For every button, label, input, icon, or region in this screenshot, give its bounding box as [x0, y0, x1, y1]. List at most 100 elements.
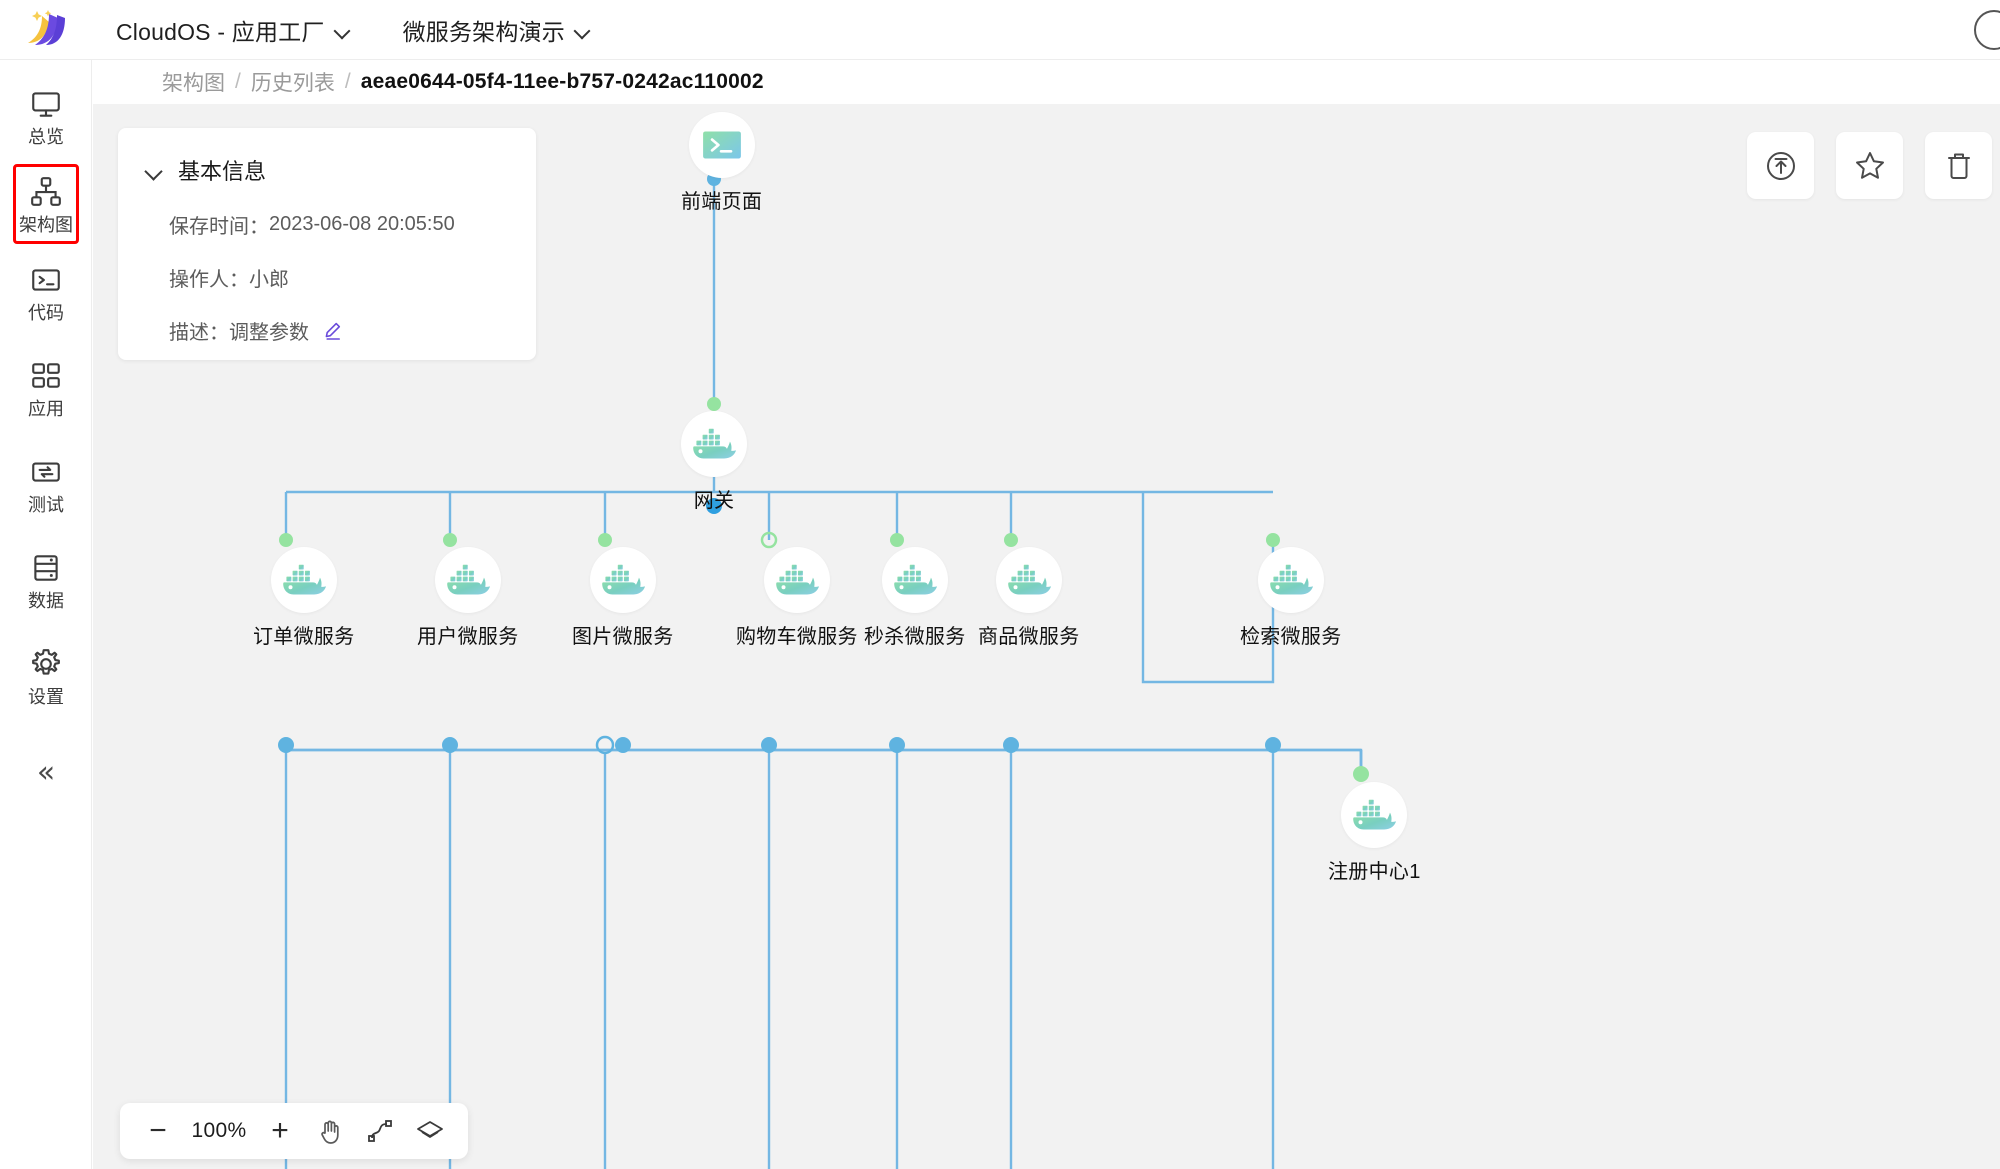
port-out: [706, 498, 722, 514]
app-logo[interactable]: [0, 0, 92, 60]
docker-node-icon: [1006, 561, 1052, 599]
sitemap-icon: [31, 176, 61, 206]
docker-node-icon: [445, 561, 491, 599]
canvas-action-buttons: [1747, 132, 1992, 199]
info-value-save-time: 2023-06-08 20:05:50: [269, 213, 455, 235]
pencil-edit-icon[interactable]: [323, 321, 343, 341]
node-label: 商品微服务: [978, 626, 1080, 648]
diagram-node-image[interactable]: 图片微服务: [572, 547, 674, 649]
diagram-node-user[interactable]: 用户微服务: [417, 547, 519, 649]
grid-apps-icon: [32, 362, 60, 388]
star-icon: [1855, 151, 1884, 179]
diagram-node-gateway[interactable]: 网关: [681, 411, 747, 513]
port-in: [1266, 533, 1280, 547]
node-label: 用户微服务: [417, 626, 519, 648]
zoom-in-button[interactable]: +: [258, 1109, 302, 1153]
sidebar-item-label: 代码: [28, 302, 64, 323]
port-in-empty: [760, 531, 778, 549]
double-chevron-left-icon: «: [36, 755, 56, 790]
sidebar-item-code[interactable]: 代码: [0, 244, 92, 340]
sidebar-item-settings[interactable]: 设置: [0, 628, 92, 724]
zoom-level-label: 100%: [191, 1119, 247, 1142]
sidebar-item-test[interactable]: 测试: [0, 436, 92, 532]
port-in: [1353, 766, 1369, 782]
info-row-description: 描述： 调整参数: [118, 316, 536, 345]
monitor-icon: [32, 91, 60, 117]
node-avatar: [763, 547, 830, 613]
pan-tool-button[interactable]: [308, 1109, 352, 1153]
sidebar-item-overview[interactable]: 总览: [0, 68, 92, 164]
sidebar-item-architecture[interactable]: 架构图: [13, 164, 79, 244]
diagram-node-search[interactable]: 检索微服务: [1240, 547, 1342, 649]
chevron-down-icon: [145, 162, 162, 179]
info-label-save-time: 保存时间：: [169, 216, 269, 238]
node-label: 网关: [693, 490, 735, 512]
info-value-operator: 小郎: [249, 269, 289, 291]
port-in: [890, 533, 904, 547]
restore-version-button[interactable]: [1747, 132, 1814, 199]
node-avatar: [270, 547, 337, 613]
diagram-node-cart[interactable]: 购物车微服务: [736, 547, 858, 649]
port-out: [761, 737, 777, 753]
delete-button[interactable]: [1925, 132, 1992, 199]
docker-node-icon: [281, 561, 327, 599]
diagram-node-registry[interactable]: 注册中心1: [1328, 782, 1421, 884]
port-out-empty: [595, 735, 615, 755]
sidebar-item-label: 总览: [28, 126, 64, 147]
node-label: 注册中心1: [1328, 861, 1421, 883]
docker-node-icon: [1351, 796, 1397, 834]
node-label: 订单微服务: [253, 626, 355, 648]
app-switcher-menu[interactable]: CloudOS - 应用工厂: [116, 13, 351, 47]
port-in: [1004, 533, 1018, 547]
node-avatar: [688, 112, 755, 178]
port-out: [615, 737, 631, 753]
refresh-test-icon: [32, 461, 60, 482]
database-icon: [34, 554, 58, 581]
hand-icon: [321, 1120, 339, 1144]
breadcrumb-item-history[interactable]: 历史列表: [250, 72, 335, 95]
sidebar-item-apps[interactable]: 应用: [0, 340, 92, 436]
port-out: [1003, 737, 1019, 753]
diagram-node-frontend[interactable]: 前端页面: [681, 112, 762, 214]
port-out: [889, 737, 905, 753]
project-switcher-menu[interactable]: 微服务架构演示: [403, 13, 591, 47]
info-row-operator: 操作人： 小郎: [118, 263, 536, 292]
sidebar-item-label: 应用: [28, 398, 64, 419]
info-label-operator: 操作人：: [169, 269, 249, 291]
favorite-button[interactable]: [1836, 132, 1903, 199]
chevron-down-icon: [335, 22, 351, 38]
node-avatar: [589, 547, 656, 613]
diagram-ports: [278, 172, 1369, 782]
sidebar-item-data[interactable]: 数据: [0, 532, 92, 628]
plus-icon: +: [271, 1114, 289, 1147]
diagram-node-product[interactable]: 商品微服务: [978, 547, 1080, 649]
node-label: 前端页面: [681, 191, 763, 213]
avatar[interactable]: [1974, 10, 2000, 50]
node-avatar: [1341, 782, 1408, 848]
sidebar-item-label: 架构图: [19, 214, 73, 235]
docker-node-icon: [600, 561, 646, 599]
zoom-out-button[interactable]: −: [136, 1109, 180, 1153]
topbar-right-group: [1974, 0, 2000, 60]
trash-icon: [1947, 153, 1970, 179]
diagram-node-order[interactable]: 订单微服务: [253, 547, 355, 649]
diagram-edges: [284, 179, 1363, 1169]
breadcrumb-item-current: aeae0644-05f4-11ee-b757-0242ac110002: [360, 70, 764, 93]
top-bar: CloudOS - 应用工厂 微服务架构演示: [0, 0, 2000, 60]
port-out: [278, 737, 294, 753]
diagram-node-seckill[interactable]: 秒杀微服务: [864, 547, 966, 649]
chevron-down-icon: [575, 22, 591, 38]
breadcrumb-separator: /: [344, 70, 351, 93]
layers-tool-button[interactable]: [408, 1109, 452, 1153]
architecture-canvas[interactable]: 基本信息 保存时间： 2023-06-08 20:05:50 操作人： 小郎 描…: [93, 104, 2000, 1169]
sidebar-collapse-button[interactable]: «: [0, 738, 92, 808]
connector-path-icon: [368, 1120, 392, 1142]
port-in: [443, 533, 457, 547]
info-label-description: 描述：: [169, 322, 229, 344]
edge-tool-button[interactable]: [358, 1109, 402, 1153]
node-label: 检索微服务: [1240, 626, 1342, 648]
breadcrumb-item-architecture[interactable]: 架构图: [162, 72, 225, 95]
sidebar-item-label: 数据: [28, 590, 64, 611]
terminal-node-icon: [700, 127, 744, 163]
basic-info-header[interactable]: 基本信息: [118, 154, 536, 186]
